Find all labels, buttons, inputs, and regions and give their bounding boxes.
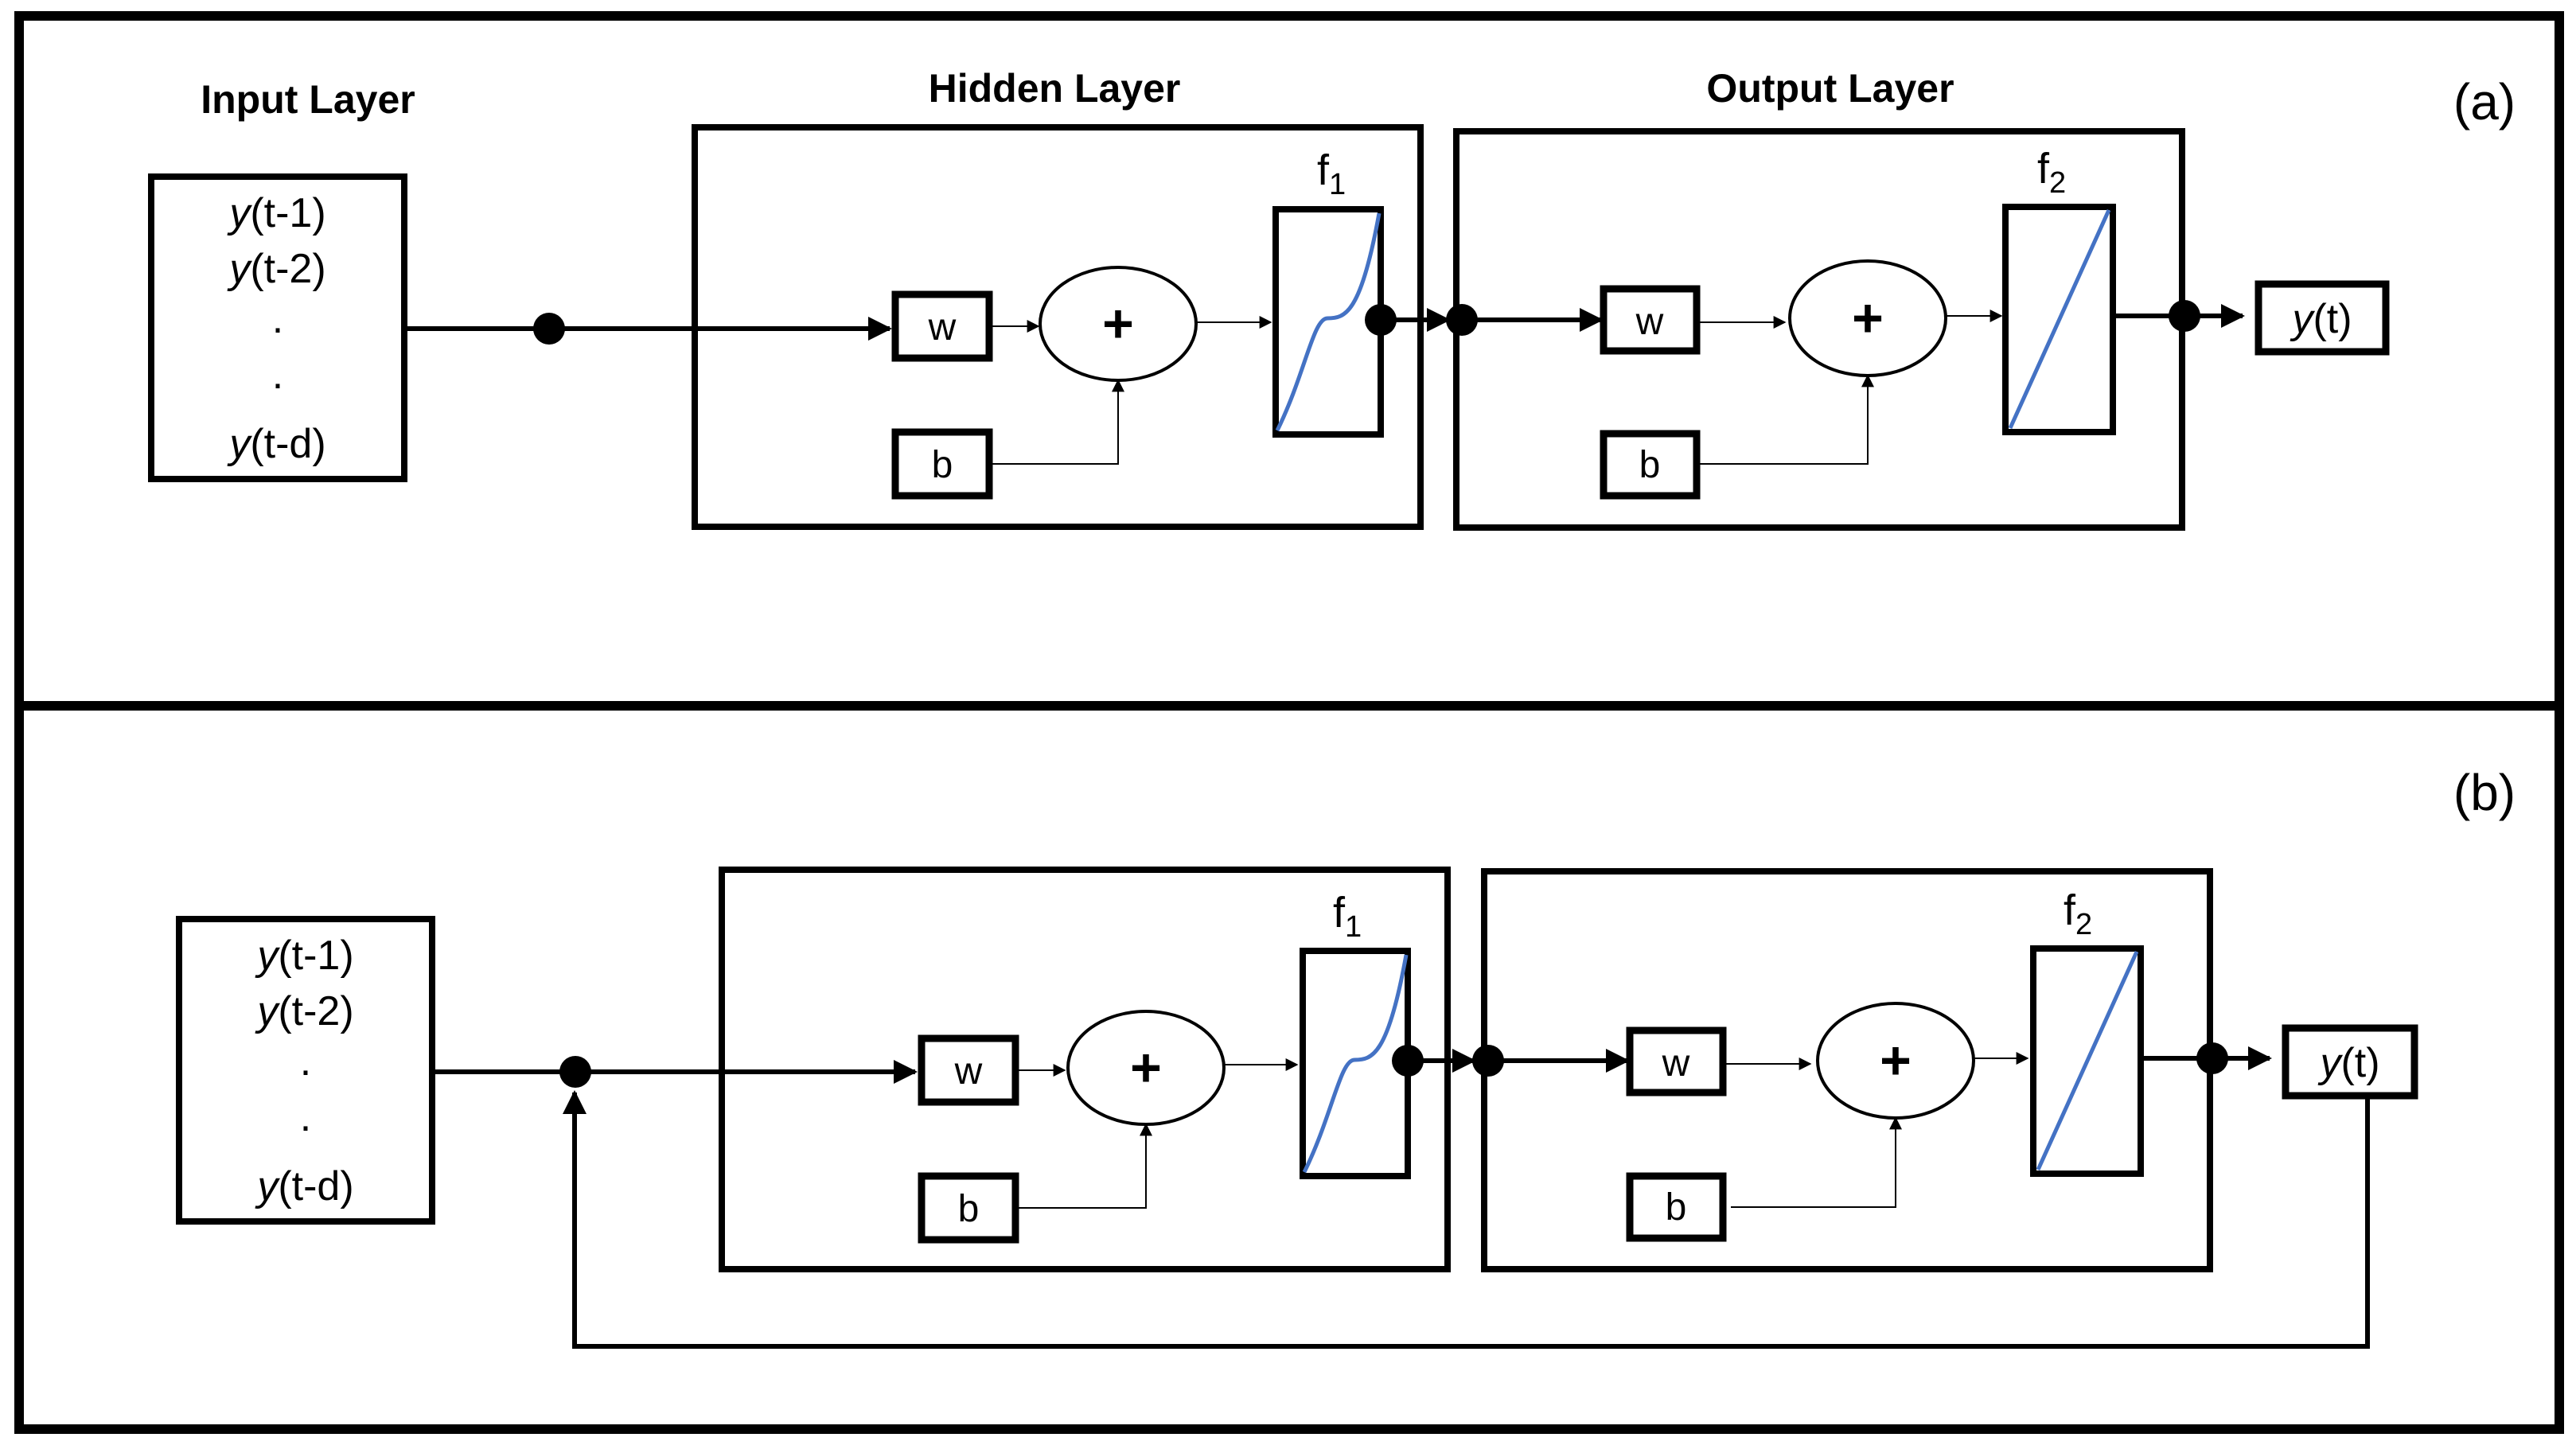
output-plus-sign: + bbox=[1852, 288, 1884, 349]
input-ellipsis-dot: . bbox=[272, 352, 283, 398]
output-weight-label: w bbox=[1662, 1042, 1690, 1085]
feedback-loop bbox=[563, 1090, 2370, 1349]
hidden-bias-label: b bbox=[932, 444, 953, 486]
output-b-to-sum bbox=[1731, 1116, 1902, 1208]
output-plus-sign: + bbox=[1880, 1030, 1912, 1091]
output-activation-label: f2 bbox=[2064, 886, 2092, 941]
input-term: y(t-d) bbox=[255, 1163, 353, 1209]
hidden-weight-box bbox=[891, 290, 993, 362]
hidden-weight-label: w bbox=[954, 1050, 983, 1093]
output-summation-node bbox=[1816, 1002, 1975, 1120]
hidden-b-to-sum bbox=[1015, 1123, 1152, 1209]
output-activation-label: f2 bbox=[2037, 145, 2066, 200]
linear-curve bbox=[2008, 208, 2111, 430]
hidden-layer-box bbox=[719, 867, 1451, 1272]
output-result-label: y(t) bbox=[2290, 296, 2352, 342]
junction-dot bbox=[2196, 1042, 2228, 1074]
output-bias-box bbox=[1626, 1172, 1727, 1242]
panel-b-tag: (b) bbox=[2453, 764, 2516, 821]
hidden-b-to-sum bbox=[989, 379, 1124, 465]
hidden-bias-label: b bbox=[958, 1188, 980, 1230]
hidden-layer-heading: Hidden Layer bbox=[929, 66, 1181, 111]
output-layer-heading: Output Layer bbox=[1706, 66, 1954, 111]
input-term: y(t-1) bbox=[227, 190, 325, 236]
hidden-summation-node bbox=[1039, 266, 1198, 382]
sigmoid-curve bbox=[1275, 212, 1382, 432]
output-weight-box bbox=[1600, 285, 1701, 355]
outer-frame bbox=[14, 11, 2564, 1434]
input-ellipsis-dot: . bbox=[272, 296, 283, 342]
input-ellipsis-dot: . bbox=[300, 1094, 311, 1140]
output-result-box bbox=[2254, 280, 2390, 356]
linear-curve bbox=[2036, 950, 2139, 1171]
output-bias-label: b bbox=[1639, 444, 1661, 486]
output-b-to-sum bbox=[1697, 374, 1874, 465]
hidden-bias-box bbox=[918, 1172, 1019, 1244]
output-summation-node bbox=[1788, 259, 1947, 377]
output-weight-label: w bbox=[1635, 301, 1664, 343]
hidden-plus-sign: + bbox=[1130, 1038, 1162, 1098]
input-term: y(t-d) bbox=[227, 421, 325, 467]
panel-a-tag: (a) bbox=[2453, 73, 2516, 130]
output-weight-box bbox=[1626, 1026, 1727, 1096]
output-bias-label: b bbox=[1666, 1186, 1687, 1229]
sigmoid-curve bbox=[1302, 954, 1409, 1174]
hidden-summation-node bbox=[1066, 1010, 1226, 1126]
output-result-box bbox=[2282, 1024, 2418, 1100]
hidden-activation-label: f1 bbox=[1317, 146, 1346, 201]
hidden-layer-box bbox=[692, 124, 1424, 530]
junction-dot bbox=[533, 313, 565, 345]
panel-a: (a) y(t-1) y(t-2) . . y(t-d) w b + f1 w bbox=[148, 73, 2516, 531]
input-term: y(t-2) bbox=[255, 988, 353, 1034]
junction-dot bbox=[2169, 300, 2200, 332]
hidden-plus-sign: + bbox=[1102, 294, 1134, 354]
input-layer-heading: Input Layer bbox=[201, 77, 415, 122]
hidden-weight-label: w bbox=[928, 306, 957, 349]
input-term: y(t-1) bbox=[255, 933, 353, 979]
panel-b: (b) y(t-1) y(t-2) . . y(t-d) w b + f1 w bbox=[176, 764, 2516, 1349]
output-result-label: y(t) bbox=[2317, 1040, 2379, 1086]
input-ellipsis-dot: . bbox=[300, 1038, 311, 1085]
input-term: y(t-2) bbox=[227, 246, 325, 292]
hidden-activation-label: f1 bbox=[1333, 889, 1362, 944]
junction-dot bbox=[559, 1056, 591, 1088]
